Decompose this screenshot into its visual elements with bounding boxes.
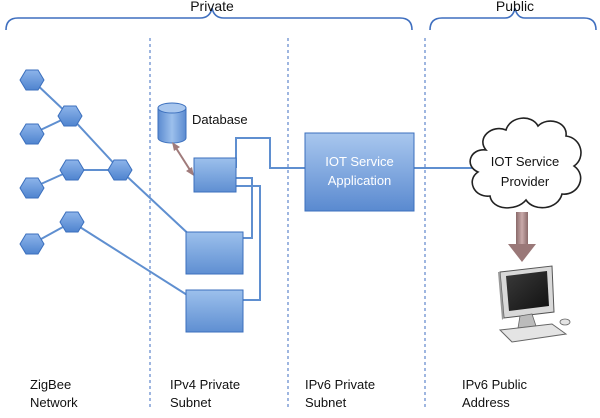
- database-label: Database: [192, 112, 248, 127]
- zone-label-ipv6-public-line1: IPv6 Public: [462, 377, 528, 392]
- zigbee-hex-node: [107, 159, 133, 181]
- ipv4-links: [235, 137, 478, 301]
- ipv4-device-box: [185, 289, 244, 333]
- zigbee-hex-node: [57, 105, 83, 127]
- public-bracket: [429, 7, 597, 31]
- zigbee-hex-node: [59, 211, 85, 233]
- ipv4-server-box: [193, 157, 237, 193]
- zone-label-ipv4-line1: IPv4 Private: [170, 377, 240, 392]
- zone-labels: ZigBee Network IPv4 Private Subnet IPv6 …: [30, 377, 528, 410]
- zigbee-hex-node: [59, 159, 85, 181]
- zone-label-ipv6-private-line1: IPv6 Private: [305, 377, 375, 392]
- zone-label-ipv6-public-line2: Address: [462, 395, 510, 410]
- zigbee-hex-node: [19, 123, 45, 145]
- iot-app-label-line1: IOT Service: [325, 154, 393, 169]
- database-icon: [157, 102, 187, 144]
- cloud-icon: [469, 117, 582, 209]
- down-arrow-icon: [508, 212, 536, 262]
- zigbee-hex-node: [19, 69, 45, 91]
- private-bracket-label: Private: [190, 0, 234, 14]
- ipv4-device-box: [185, 231, 244, 275]
- private-bracket: [5, 7, 413, 31]
- zigbee-hex-node: [19, 233, 45, 255]
- public-bracket-label: Public: [496, 0, 534, 14]
- zone-label-ipv6-private-line2: Subnet: [305, 395, 347, 410]
- zone-label-ipv4-line2: Subnet: [170, 395, 212, 410]
- computer-icon: [498, 265, 571, 343]
- zigbee-nodes: [19, 69, 133, 255]
- zone-label-zigbee-line2: Network: [30, 395, 78, 410]
- zone-dividers: [149, 38, 426, 410]
- iot-app-label-line2: Application: [328, 173, 392, 188]
- iot-provider-label-line1: IOT Service: [491, 154, 559, 169]
- zigbee-hex-node: [19, 177, 45, 199]
- iot-service-application-box: [304, 132, 415, 212]
- zone-label-zigbee-line1: ZigBee: [30, 377, 71, 392]
- db-server-arrow: [172, 142, 194, 176]
- iot-provider-label-line2: Provider: [501, 174, 550, 189]
